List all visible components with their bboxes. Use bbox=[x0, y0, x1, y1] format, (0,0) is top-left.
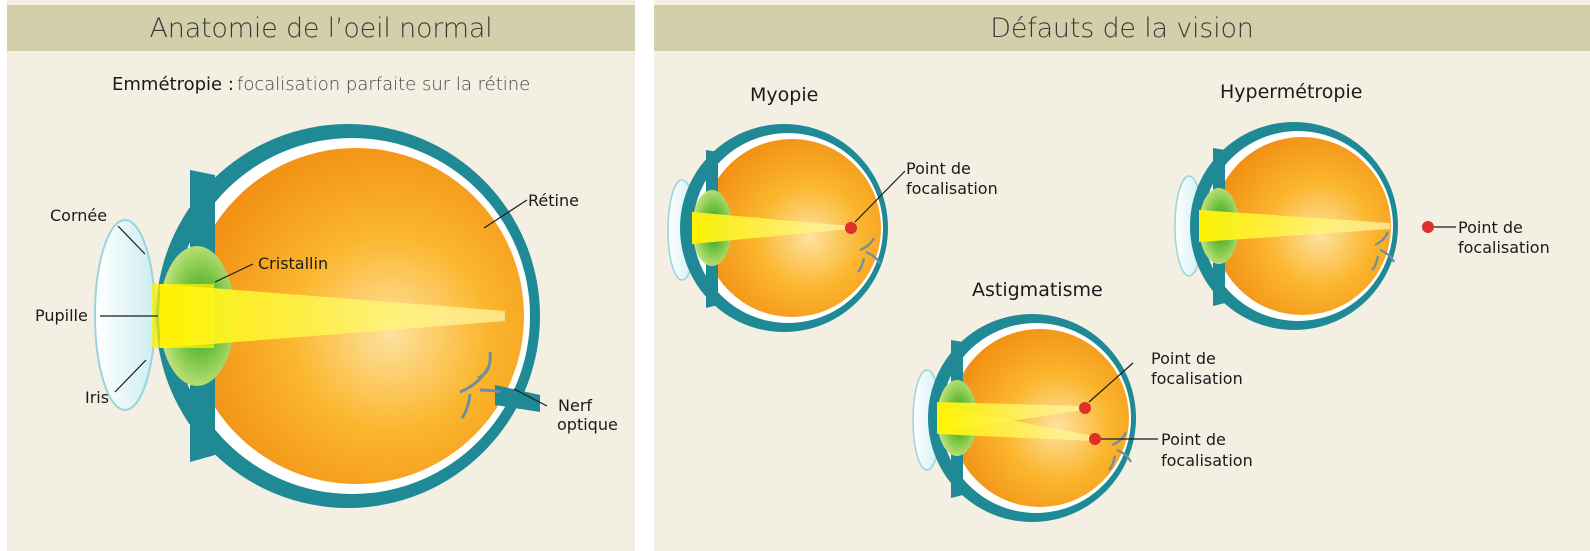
label-pupille: Pupille bbox=[35, 306, 88, 325]
hyperopia-focus-label-line1: Point de bbox=[1458, 218, 1523, 237]
label-nerf-line1: Nerf bbox=[558, 396, 592, 415]
hyperopia-title: Hypermétropie bbox=[1220, 81, 1362, 103]
normal-eye bbox=[95, 124, 540, 508]
hyperopia-focus-label-line2: focalisation bbox=[1458, 238, 1550, 257]
emmetropie-term: Emmétropie : bbox=[112, 74, 234, 95]
astigmatism-focus-point-1 bbox=[1079, 402, 1091, 414]
myopia-focus-label-line1: Point de bbox=[906, 159, 971, 178]
emmetropie-description: focalisation parfaite sur la rétine bbox=[237, 74, 530, 95]
label-nerf-line2: optique bbox=[557, 415, 618, 434]
myopia-focus-point bbox=[845, 222, 857, 234]
hyperopia-eye bbox=[1175, 122, 1398, 330]
label-retine: Rétine bbox=[528, 191, 579, 210]
label-cornee: Cornée bbox=[50, 206, 107, 225]
astigmatism-title: Astigmatisme bbox=[972, 279, 1103, 301]
myopia-title: Myopie bbox=[750, 84, 818, 106]
hyperopia-focus-point bbox=[1422, 221, 1434, 233]
label-iris: Iris bbox=[85, 388, 109, 407]
myopia-focus-label-line2: focalisation bbox=[906, 179, 998, 198]
astigmatism-focus1-label-line1: Point de bbox=[1151, 349, 1216, 368]
astigmatism-eye bbox=[913, 314, 1136, 522]
astigmatism-focus2-label-line1: Point de bbox=[1161, 430, 1226, 449]
astigmatism-focus1-label-line2: focalisation bbox=[1151, 369, 1243, 388]
astigmatism-focus-point-2 bbox=[1089, 433, 1101, 445]
label-cristallin: Cristallin bbox=[258, 254, 328, 273]
astigmatism-focus2-label-line2: focalisation bbox=[1161, 451, 1253, 470]
